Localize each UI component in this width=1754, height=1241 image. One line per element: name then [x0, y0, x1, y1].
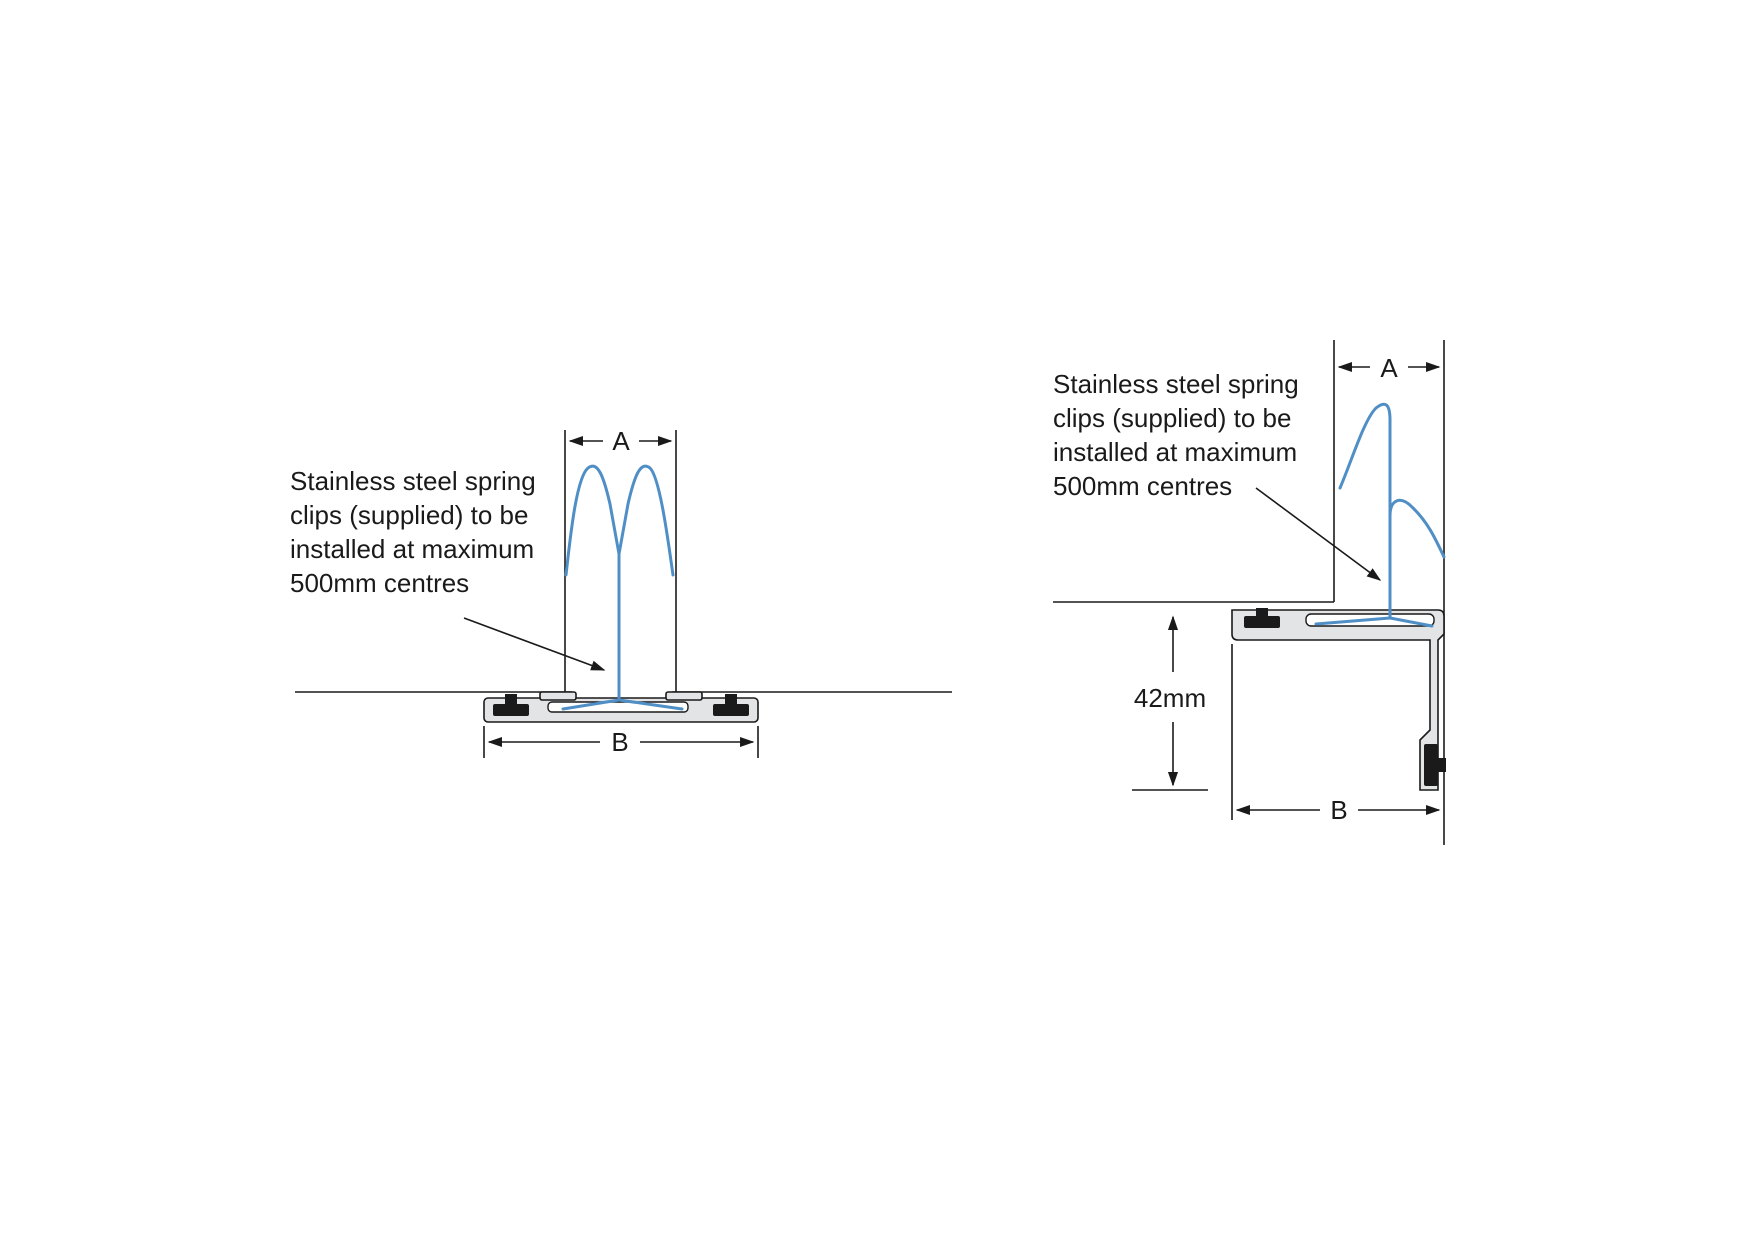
right-dim-b-label: B — [1330, 795, 1347, 825]
left-dim-b-label: B — [611, 727, 628, 757]
left-detail: A Stainless steel spring clips (supplied… — [290, 426, 952, 758]
left-gasket-left — [493, 694, 529, 716]
right-spring-clip — [1314, 402, 1446, 628]
right-dim-h-label: 42mm — [1134, 683, 1206, 713]
right-note-leader — [1255, 487, 1382, 581]
right-gasket-top — [1244, 608, 1280, 628]
left-lip-right — [665, 691, 703, 701]
right-note: Stainless steel spring clips (supplied) … — [1053, 369, 1306, 501]
left-note-line-4: 500mm centres — [290, 568, 469, 598]
right-note-line-4: 500mm centres — [1053, 471, 1232, 501]
left-note-line-1: Stainless steel spring — [290, 466, 536, 496]
right-detail: A Stainless steel spring clips (supplied… — [1053, 340, 1446, 845]
left-note-leader — [463, 617, 606, 671]
left-note: Stainless steel spring clips (supplied) … — [290, 466, 543, 598]
left-lip-left — [539, 691, 577, 701]
right-note-line-2: clips (supplied) to be — [1053, 403, 1291, 433]
right-note-line-1: Stainless steel spring — [1053, 369, 1299, 399]
left-note-line-3: installed at maximum — [290, 534, 534, 564]
right-gasket-side — [1424, 744, 1446, 786]
left-gasket-right — [713, 694, 749, 716]
left-spring-clip — [561, 464, 684, 711]
right-l-profile — [1231, 609, 1445, 791]
right-note-line-3: installed at maximum — [1053, 437, 1297, 467]
right-dim-a-label: A — [1380, 353, 1398, 383]
left-note-line-2: clips (supplied) to be — [290, 500, 528, 530]
left-dim-a-label: A — [612, 426, 630, 456]
